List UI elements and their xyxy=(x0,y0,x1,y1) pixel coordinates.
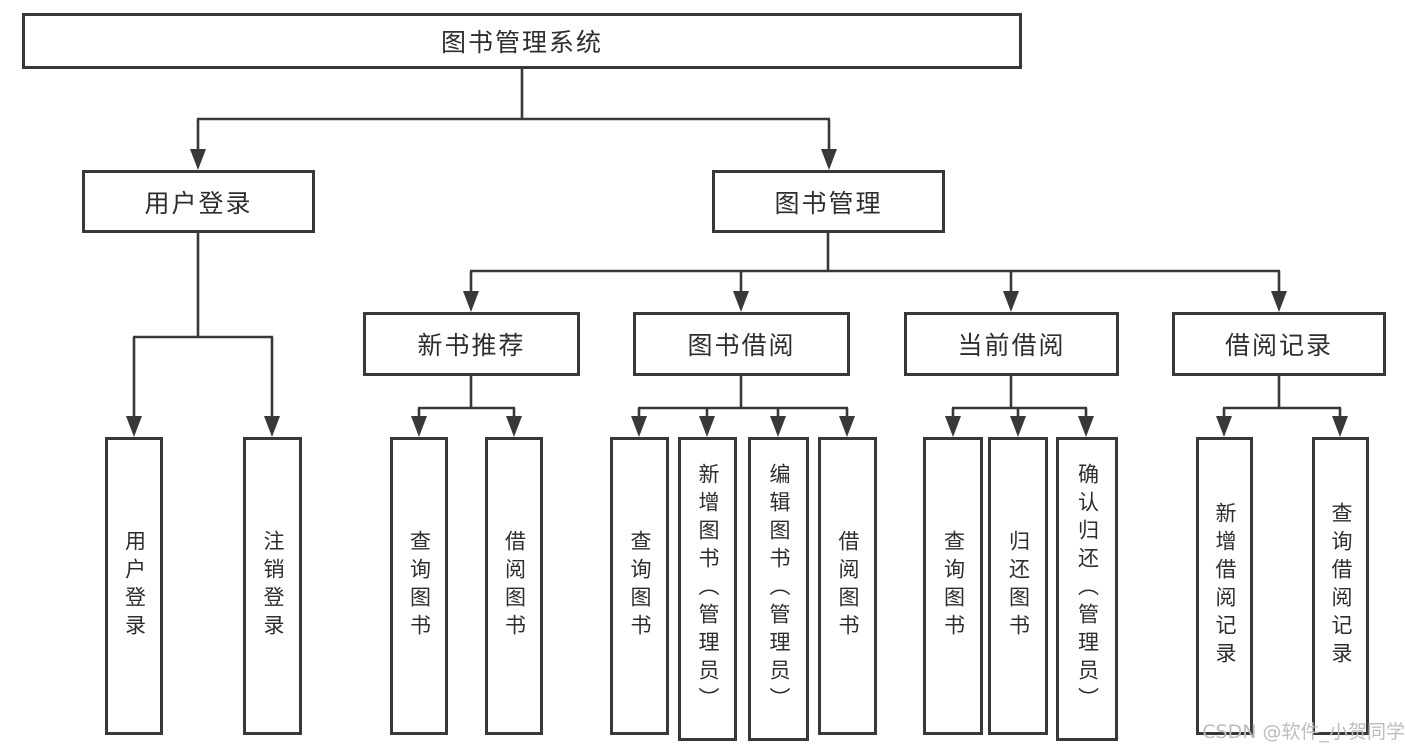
leaf-record-add: 新增借阅记录 xyxy=(1196,437,1253,735)
node-book-borrow: 图书借阅 xyxy=(633,312,850,376)
node-current-borrow: 当前借阅 xyxy=(904,312,1119,376)
node-label: 图书管理系统 xyxy=(440,28,603,57)
node-book-management: 图书管理 xyxy=(712,170,945,233)
leaf-borrow-borrow-book: 借阅图书 xyxy=(818,437,877,735)
leaf-label: 新增借阅记录 xyxy=(1213,502,1237,670)
leaf-user-login: 用户登录 xyxy=(105,437,163,735)
leaf-label: 借阅图书 xyxy=(836,530,860,642)
leaf-label: 确认归还（管理员） xyxy=(1075,463,1100,715)
leaf-recommend-query-book: 查询图书 xyxy=(390,437,448,735)
node-label: 借阅记录 xyxy=(1224,331,1333,360)
leaf-record-query: 查询借阅记录 xyxy=(1312,437,1369,735)
leaf-label: 查询图书 xyxy=(941,530,966,642)
node-label: 当前借阅 xyxy=(957,331,1066,360)
leaf-borrow-add-book-admin: 新增图书（管理员） xyxy=(678,437,737,741)
node-label: 图书管理 xyxy=(774,188,883,218)
leaf-label: 用户登录 xyxy=(122,530,147,642)
leaf-logout: 注销登录 xyxy=(243,437,302,735)
leaf-current-query-book: 查询图书 xyxy=(923,437,983,735)
node-library-management-system: 图书管理系统 xyxy=(22,13,1022,69)
leaf-recommend-borrow-book: 借阅图书 xyxy=(485,437,543,735)
leaf-current-return-book: 归还图书 xyxy=(988,437,1048,735)
leaf-current-confirm-return-admin: 确认归还（管理员） xyxy=(1056,437,1118,741)
leaf-label: 编辑图书（管理员） xyxy=(767,463,791,715)
csdn-watermark: CSDN @软件_小贺同学 xyxy=(1202,721,1405,743)
node-new-book-recommend: 新书推荐 xyxy=(363,312,580,376)
leaf-label: 归还图书 xyxy=(1006,530,1031,642)
node-label: 新书推荐 xyxy=(417,331,526,360)
node-user-login: 用户登录 xyxy=(82,170,315,233)
leaf-borrow-edit-book-admin: 编辑图书（管理员） xyxy=(748,437,809,741)
leaf-label: 新增图书（管理员） xyxy=(696,463,720,715)
leaf-label: 查询图书 xyxy=(628,530,652,642)
leaf-label: 查询图书 xyxy=(407,530,432,642)
node-label: 用户登录 xyxy=(144,188,253,218)
leaf-label: 查询借阅记录 xyxy=(1329,502,1353,670)
node-label: 图书借阅 xyxy=(687,331,796,360)
leaf-borrow-query-book: 查询图书 xyxy=(610,437,669,735)
leaf-label: 注销登录 xyxy=(261,530,285,642)
leaf-label: 借阅图书 xyxy=(502,530,527,642)
node-borrow-record: 借阅记录 xyxy=(1172,312,1386,376)
